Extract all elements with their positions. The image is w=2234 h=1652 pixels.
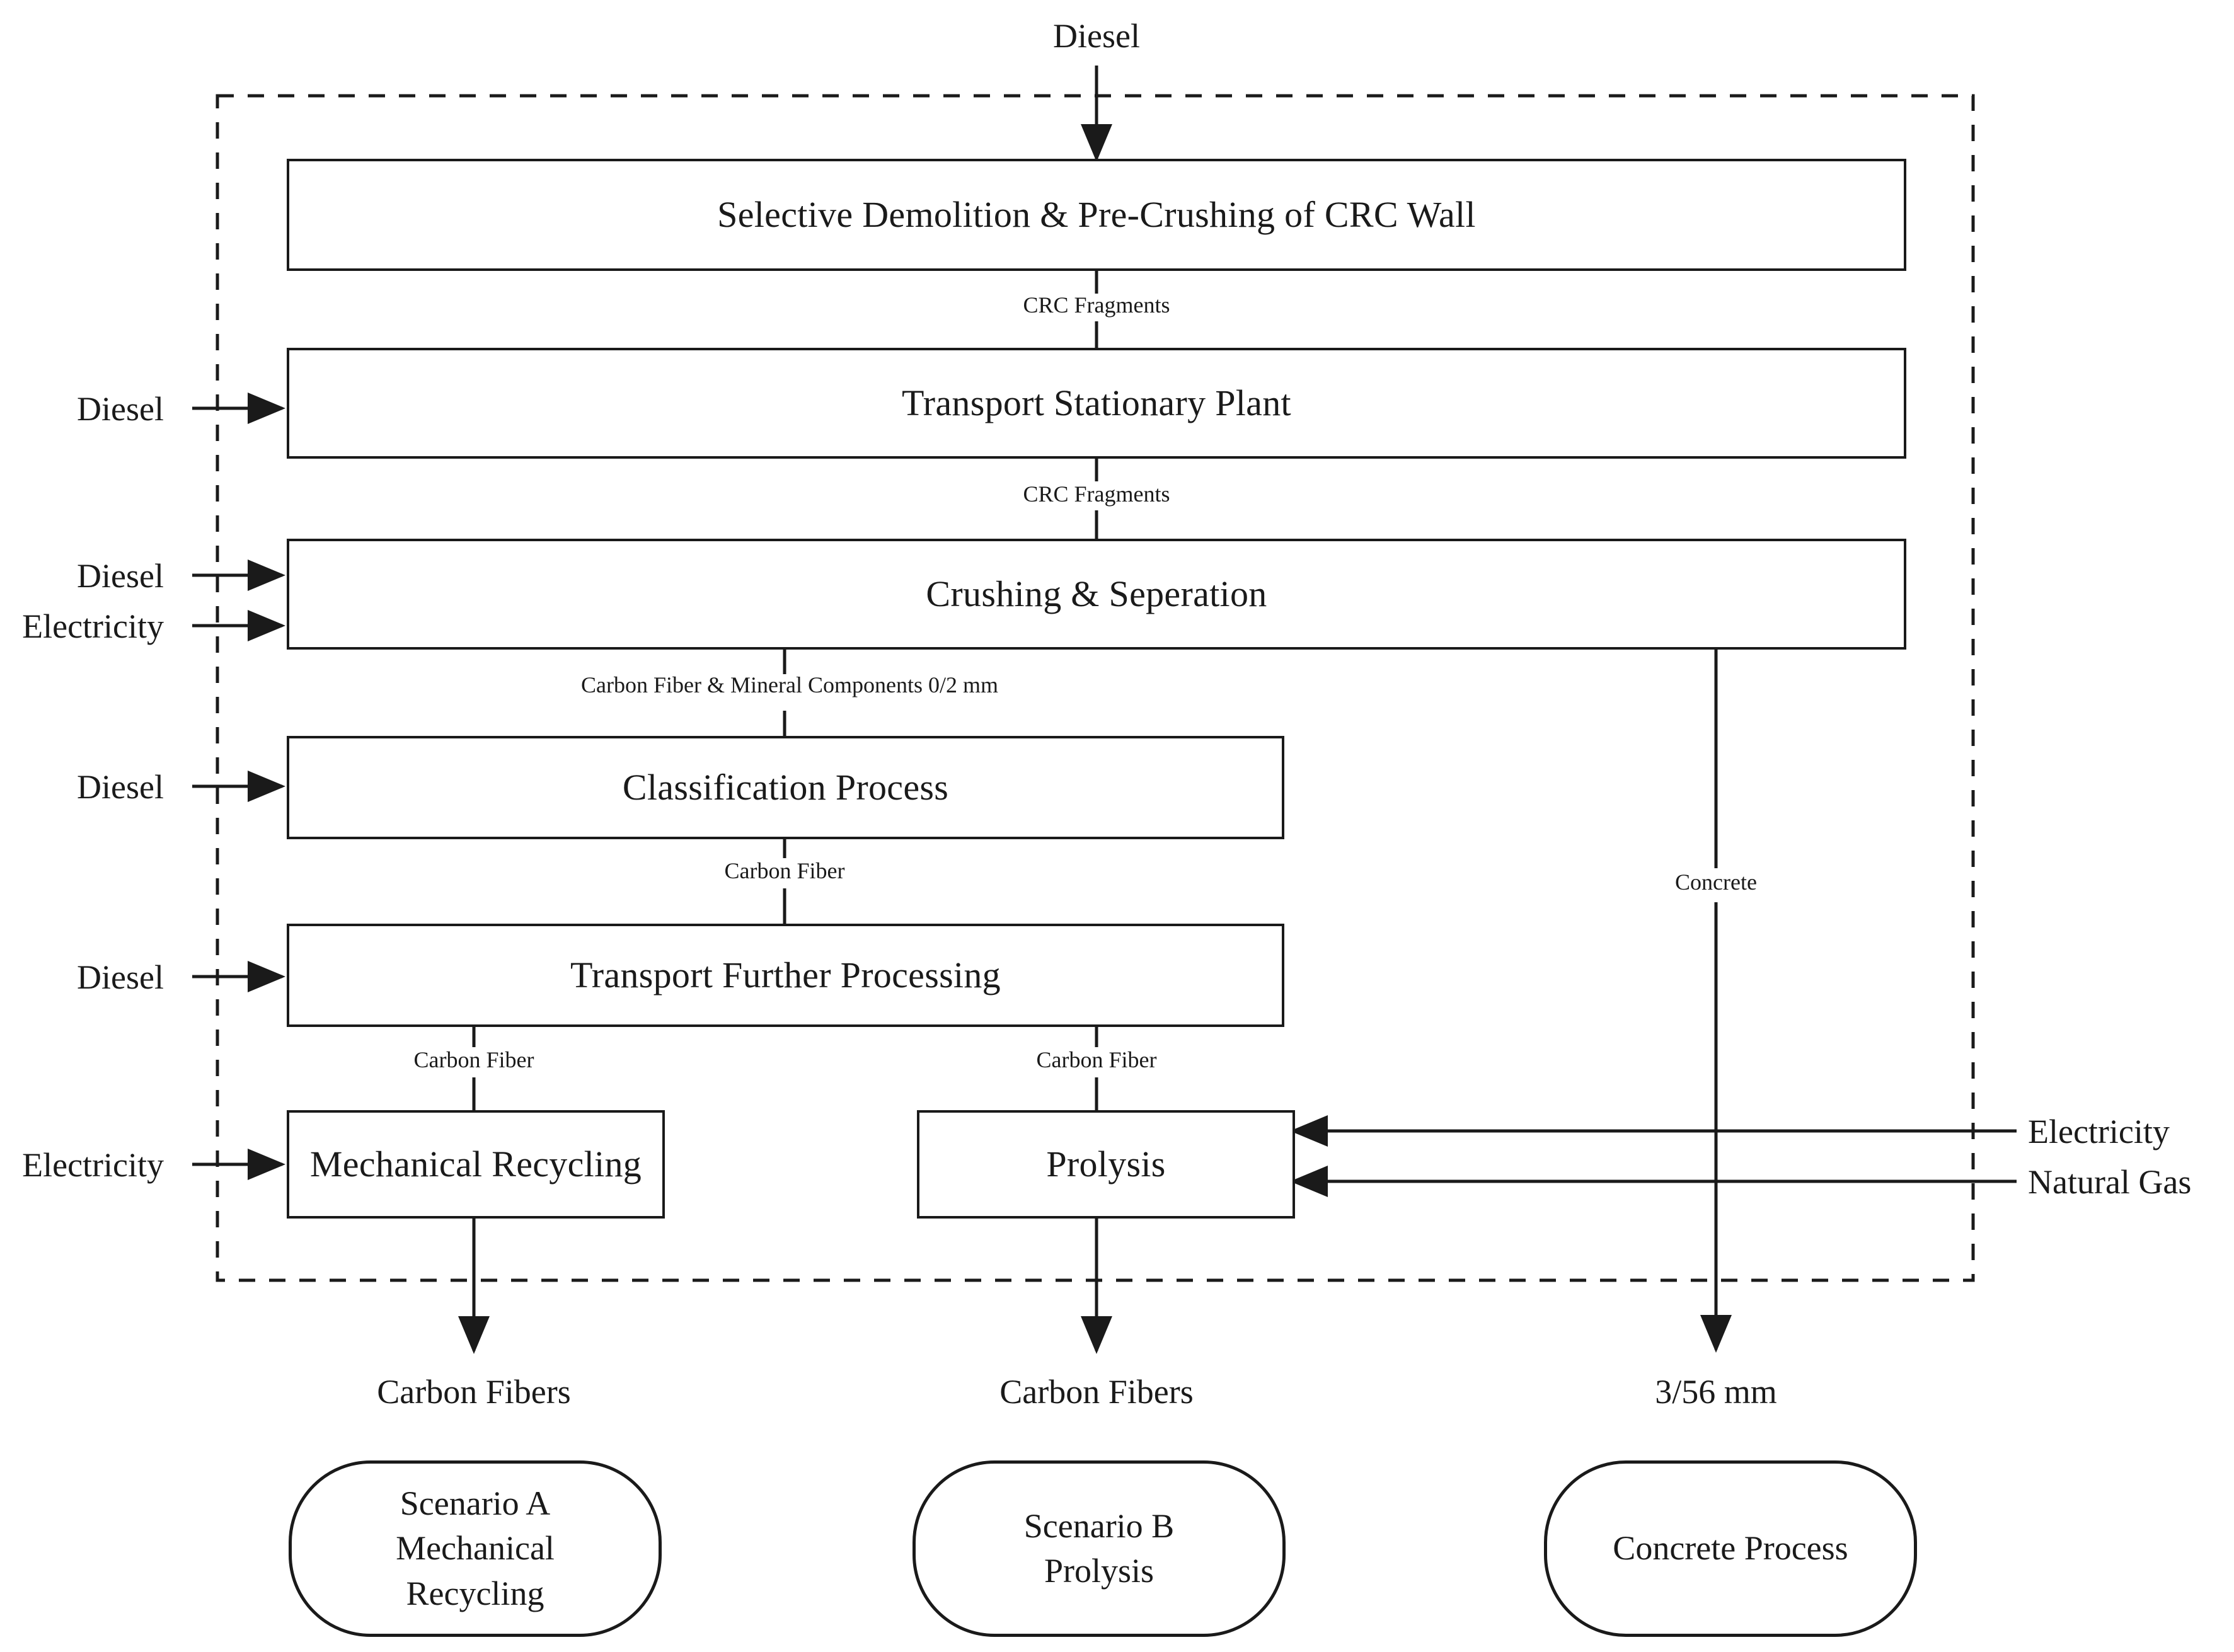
input-label-diesel-classification: Diesel	[77, 768, 164, 806]
flow-label-crc-fragments-2: CRC Fragments	[1023, 481, 1170, 507]
input-label-electricity-prolysis: Electricity	[2028, 1113, 2170, 1150]
process-box-prolysis[interactable]: Prolysis	[917, 1110, 1295, 1219]
system-boundary	[216, 94, 1975, 1282]
scenario-a-line1: Scenario A	[400, 1484, 551, 1523]
input-label-natural-gas-prolysis: Natural Gas	[2028, 1163, 2192, 1201]
input-label-electricity-mechanical: Electricity	[22, 1146, 164, 1184]
output-label-aggregate-size: 3/56 mm	[1655, 1373, 1777, 1411]
process-label-prolysis: Prolysis	[1046, 1143, 1166, 1185]
process-box-classification-process[interactable]: Classification Process	[287, 736, 1284, 839]
concrete-process-line1: Concrete Process	[1613, 1529, 1848, 1568]
flow-label-carbon-fiber-2: Carbon Fiber	[413, 1047, 534, 1072]
process-label-classification-process: Classification Process	[622, 766, 949, 808]
flow-label-crc-fragments-1: CRC Fragments	[1023, 292, 1170, 318]
input-label-diesel-further-transport: Diesel	[77, 958, 164, 996]
scenario-box-scenario-a[interactable]: Scenario A Mechanical Recycling	[289, 1460, 662, 1637]
process-label-selective-demolition: Selective Demolition & Pre-Crushing of C…	[717, 193, 1476, 235]
flow-label-carbon-fiber-mineral: Carbon Fiber & Mineral Components 0/2 mm	[581, 672, 998, 697]
flow-label-carbon-fiber-3: Carbon Fiber	[1036, 1047, 1157, 1072]
concrete-process-text: Concrete Process	[1613, 1526, 1848, 1571]
input-label-diesel-transport: Diesel	[77, 390, 164, 428]
output-label-carbon-fibers-b: Carbon Fibers	[999, 1373, 1194, 1411]
input-label-diesel-crushing: Diesel	[77, 557, 164, 595]
flow-label-concrete: Concrete	[1675, 869, 1757, 895]
scenario-box-scenario-b[interactable]: Scenario B Prolysis	[913, 1460, 1286, 1637]
scenario-a-line2: Mechanical	[396, 1529, 555, 1568]
process-box-transport-stationary-plant[interactable]: Transport Stationary Plant	[287, 348, 1906, 459]
input-label-electricity-crushing: Electricity	[22, 607, 164, 645]
scenario-b-line1: Scenario B	[1023, 1506, 1175, 1545]
process-label-transport-further-processing: Transport Further Processing	[570, 954, 1001, 995]
scenario-b-text: Scenario B Prolysis	[1024, 1504, 1174, 1594]
scenario-a-line3: Recycling	[406, 1574, 544, 1612]
output-label-carbon-fibers-a: Carbon Fibers	[377, 1373, 571, 1411]
scenario-box-concrete-process[interactable]: Concrete Process	[1544, 1460, 1917, 1637]
process-label-crushing-separation: Crushing & Seperation	[926, 573, 1267, 614]
process-box-mechanical-recycling[interactable]: Mechanical Recycling	[287, 1110, 665, 1219]
input-label-diesel-top: Diesel	[1053, 17, 1140, 55]
scenario-a-text: Scenario A Mechanical Recycling	[396, 1481, 555, 1616]
process-box-transport-further-processing[interactable]: Transport Further Processing	[287, 924, 1284, 1027]
flow-label-carbon-fiber-1: Carbon Fiber	[724, 858, 845, 883]
process-label-mechanical-recycling: Mechanical Recycling	[309, 1143, 642, 1185]
process-box-crushing-separation[interactable]: Crushing & Seperation	[287, 539, 1906, 650]
scenario-b-line2: Prolysis	[1044, 1552, 1154, 1590]
process-label-transport-stationary-plant: Transport Stationary Plant	[902, 382, 1291, 423]
process-box-selective-demolition[interactable]: Selective Demolition & Pre-Crushing of C…	[287, 159, 1906, 271]
